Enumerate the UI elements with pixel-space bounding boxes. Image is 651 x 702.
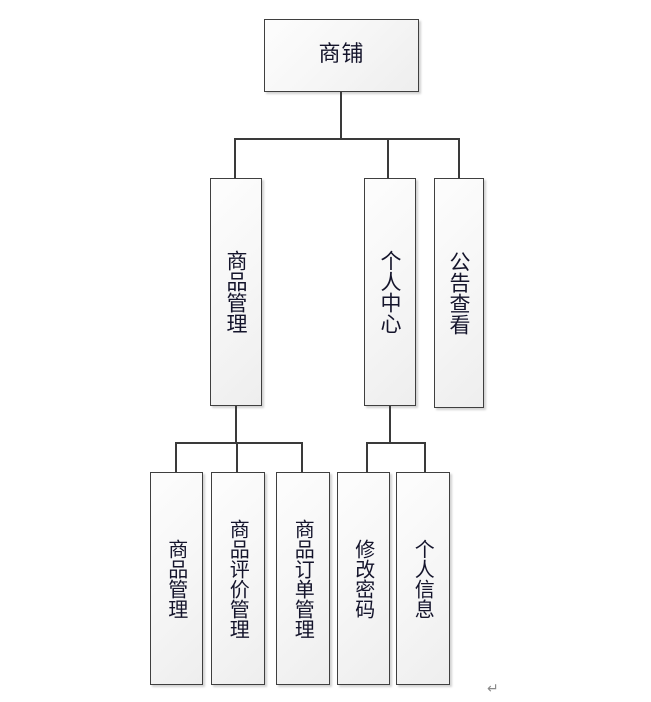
node-change-password-label: 修改密码 <box>351 538 376 619</box>
connector-drop-products <box>234 138 236 179</box>
connector-root-stem <box>340 92 342 139</box>
node-personal-center-label: 个人中心 <box>378 250 402 334</box>
connector-products-bus <box>175 442 303 444</box>
connector-level2-bus <box>234 138 460 140</box>
node-shop-label: 商铺 <box>318 42 365 68</box>
node-product-management-label: 商品管理 <box>224 250 248 334</box>
connector-drop-announcement <box>458 138 460 179</box>
node-announcement-view-label: 公告查看 <box>447 251 471 335</box>
node-goods-order-management-label: 商品订单管理 <box>291 518 316 639</box>
paragraph-mark-icon: ↵ <box>487 681 499 697</box>
node-goods-order-management[interactable]: 商品订单管理 <box>276 472 330 685</box>
connector-drop-personal-info <box>424 442 426 473</box>
connector-drop-goods-order <box>301 442 303 473</box>
connector-drop-goods-review <box>236 442 238 473</box>
connector-personal-stem <box>389 406 391 443</box>
connector-personal-bus <box>366 442 426 444</box>
node-change-password[interactable]: 修改密码 <box>337 472 390 685</box>
node-personal-info-label: 个人信息 <box>411 538 436 619</box>
node-shop[interactable]: 商铺 <box>264 19 419 92</box>
node-goods-review-management[interactable]: 商品评价管理 <box>211 472 265 685</box>
node-announcement-view[interactable]: 公告查看 <box>434 178 484 408</box>
connector-drop-personal-center <box>387 138 389 179</box>
node-personal-info[interactable]: 个人信息 <box>396 472 450 685</box>
node-personal-center[interactable]: 个人中心 <box>364 178 416 406</box>
connector-products-stem <box>235 406 237 443</box>
connector-drop-goods-management <box>175 442 177 473</box>
node-goods-review-management-label: 商品评价管理 <box>226 518 251 639</box>
node-goods-management-label: 商品管理 <box>164 538 189 619</box>
connector-drop-change-password <box>366 442 368 473</box>
node-product-management[interactable]: 商品管理 <box>210 178 262 406</box>
node-goods-management[interactable]: 商品管理 <box>150 472 203 685</box>
